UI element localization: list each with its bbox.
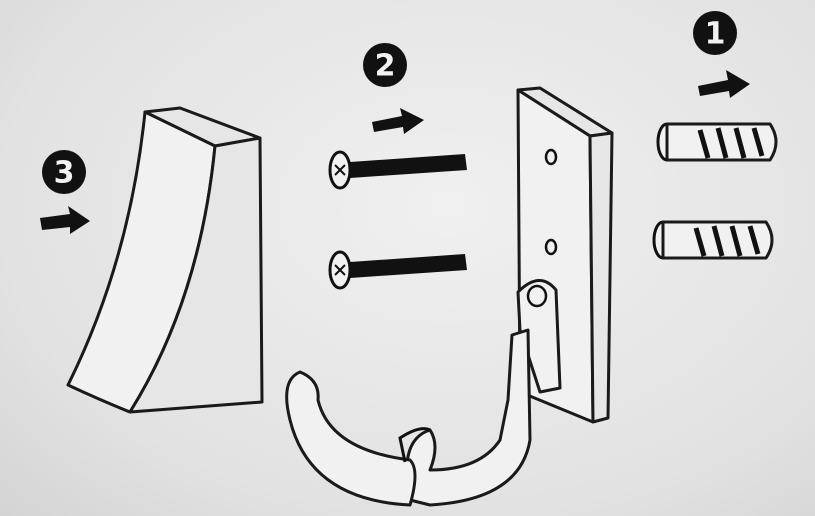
wall-anchor-bottom: [652, 220, 774, 260]
hook: [285, 279, 562, 507]
step-2-label: 2: [375, 49, 396, 84]
screw-bottom: [328, 250, 467, 290]
step-3-marker: 3: [42, 150, 86, 194]
step-1-label: 1: [705, 17, 726, 52]
step-1-marker: 1: [693, 11, 737, 55]
arrow-icon: [372, 108, 424, 134]
step-2-marker: 2: [363, 43, 407, 87]
step-3-label: 3: [54, 156, 75, 191]
cover-block: [66, 106, 264, 414]
arrow-icon: [698, 70, 750, 98]
screw-top: [328, 150, 467, 190]
wall-anchor-top: [656, 122, 778, 162]
arrow-icon: [40, 206, 90, 234]
